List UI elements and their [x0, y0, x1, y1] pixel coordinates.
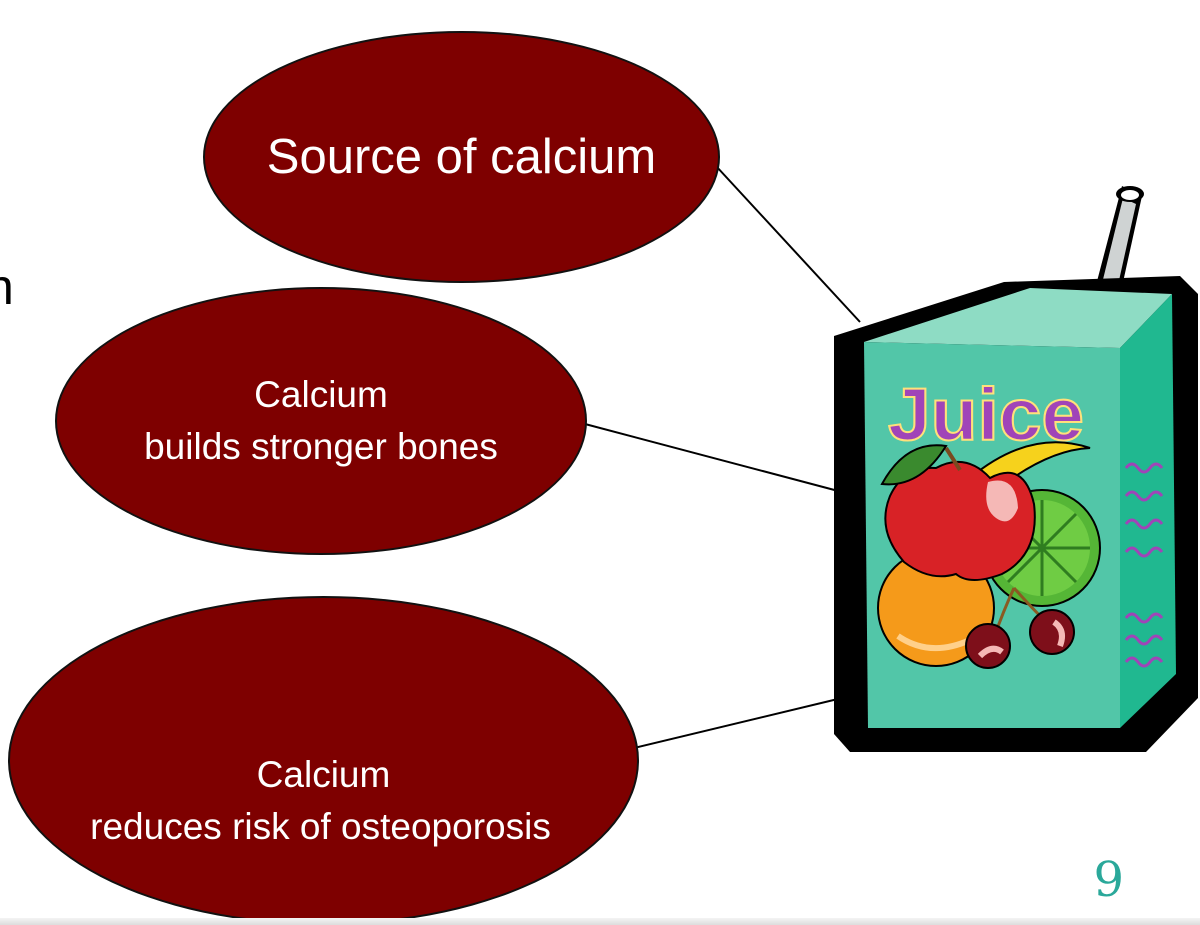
bubble-3-line-2: reduces risk of osteoporosis	[90, 801, 551, 853]
bubble-stronger-bones: Calcium builds stronger bones	[55, 287, 587, 555]
bubble-2-line-1: Calcium	[254, 369, 388, 421]
connector-line-3	[634, 698, 842, 748]
juice-box-icon: Juice	[820, 178, 1200, 778]
bubble-osteoporosis: Calcium reduces risk of osteoporosis	[8, 596, 639, 925]
bubble-3-line-1: Calcium	[257, 749, 391, 801]
page-number: 9	[1093, 856, 1124, 904]
footer-rule	[0, 918, 1200, 925]
bubble-1-line-1: Source of calcium	[267, 129, 656, 185]
bubble-source-of-calcium: Source of calcium	[203, 31, 720, 283]
connector-line-2	[585, 424, 842, 492]
bubble-2-line-2: builds stronger bones	[144, 421, 498, 473]
